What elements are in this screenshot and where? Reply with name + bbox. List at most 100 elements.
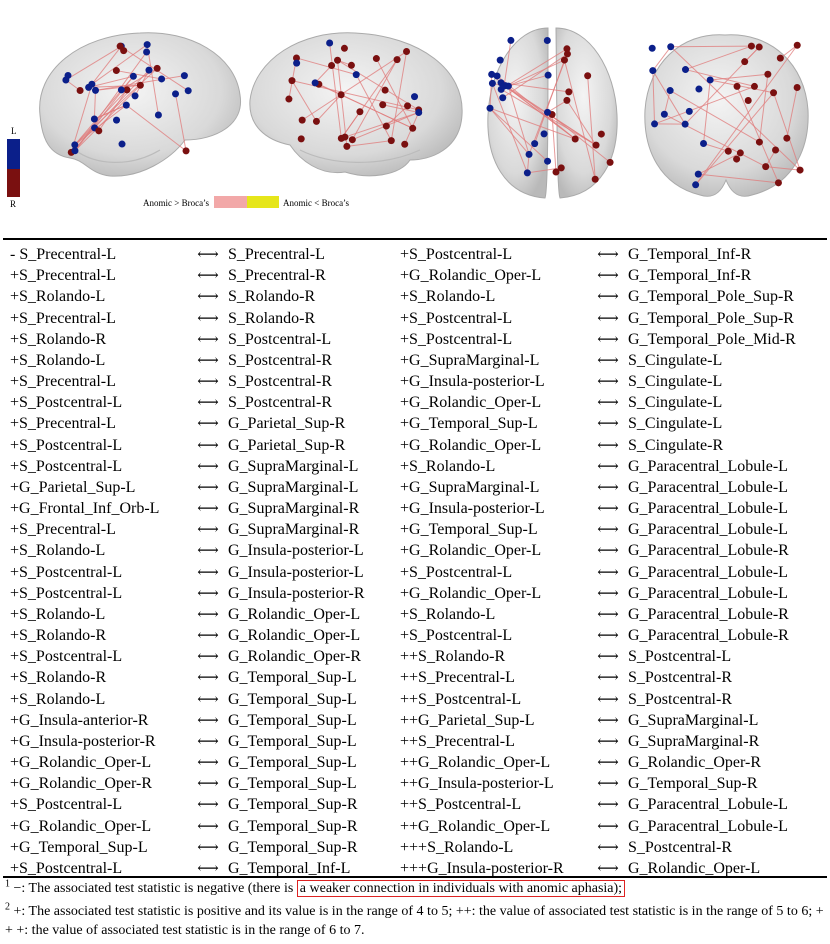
region-from: +G_Rolandic_Oper-L bbox=[400, 267, 542, 285]
region-from: +S_Rolando-L bbox=[400, 288, 496, 306]
connection-arrow: ⟷ bbox=[597, 858, 619, 877]
region-node bbox=[544, 71, 552, 79]
region-to: S_Postcentral-L bbox=[628, 648, 732, 666]
region-to: G_Paracentral_Lobule-L bbox=[628, 521, 788, 539]
region-node bbox=[298, 116, 306, 124]
connection-edge bbox=[695, 44, 798, 186]
region-node bbox=[90, 115, 98, 123]
region-to: G_Parietal_Sup-R bbox=[228, 415, 346, 433]
region-node bbox=[129, 72, 137, 80]
region-node bbox=[95, 127, 103, 135]
region-node bbox=[393, 56, 401, 64]
region-from: +S_Postcentral-L bbox=[10, 563, 123, 581]
region-to: S_Cingulate-L bbox=[628, 373, 723, 391]
region-to: G_Rolandic_Oper-L bbox=[628, 859, 761, 877]
connection-arrow: ⟷ bbox=[597, 520, 619, 539]
region-to: G_Rolandic_Oper-L bbox=[228, 627, 361, 645]
connection-edge bbox=[98, 89, 128, 132]
region-from: +G_Rolandic_Oper-L bbox=[400, 542, 542, 560]
region-node bbox=[337, 91, 345, 99]
connection-edge bbox=[703, 143, 729, 152]
connection-edge bbox=[88, 84, 141, 88]
region-node bbox=[88, 80, 96, 88]
region-from: +G_Rolandic_Oper-L bbox=[400, 584, 542, 602]
connection-edge bbox=[652, 46, 672, 71]
connection-arrow: ⟷ bbox=[597, 308, 619, 327]
connection-edge bbox=[698, 173, 779, 184]
region-node bbox=[340, 44, 348, 52]
region-node bbox=[694, 170, 702, 178]
region-to: S_Postcentral-R bbox=[628, 669, 732, 687]
connection-arrow: ⟷ bbox=[197, 626, 219, 645]
connection-arrow: ⟷ bbox=[597, 626, 619, 645]
connection-arrow: ⟷ bbox=[597, 477, 619, 496]
region-node bbox=[337, 134, 345, 142]
connection-edge bbox=[70, 84, 93, 153]
region-node bbox=[182, 147, 190, 155]
connection-edge bbox=[355, 74, 392, 141]
region-to: G_Temporal_Sup-L bbox=[228, 754, 357, 772]
connection-arrow: ⟷ bbox=[597, 647, 619, 666]
hemisphere-color-bar: L R bbox=[7, 126, 20, 209]
bar-right-swatch bbox=[7, 169, 20, 197]
connection-edge bbox=[710, 79, 774, 94]
region-node bbox=[328, 61, 336, 69]
region-to: S_Cingulate-L bbox=[628, 351, 723, 369]
region-to: G_SupraMarginal-R bbox=[228, 500, 360, 518]
region-from: +S_Postcentral-L bbox=[10, 796, 123, 814]
connection-edge bbox=[65, 45, 122, 81]
region-node bbox=[584, 72, 592, 80]
region-from: +G_Rolandic_Oper-L bbox=[400, 436, 542, 454]
region-from: +S_Rolando-L bbox=[400, 457, 496, 475]
footnote-2-text: +: The associated test statistic is posi… bbox=[5, 904, 824, 938]
connection-edge bbox=[314, 65, 332, 84]
region-from: +S_Rolando-R bbox=[10, 330, 107, 348]
region-node bbox=[117, 86, 125, 94]
region-node bbox=[531, 140, 539, 148]
region-node bbox=[744, 96, 752, 104]
region-node bbox=[184, 87, 192, 95]
connection-edge bbox=[489, 74, 493, 109]
region-from: ++S_Postcentral-L bbox=[400, 690, 522, 708]
connection-arrow: ⟷ bbox=[597, 372, 619, 391]
connection-edge bbox=[652, 70, 656, 124]
region-to: S_Postcentral-R bbox=[228, 351, 332, 369]
region-node bbox=[793, 41, 801, 49]
region-to: G_Paracentral_Lobule-R bbox=[628, 542, 789, 560]
region-node bbox=[401, 140, 409, 148]
region-to: S_Postcentral-R bbox=[228, 394, 332, 412]
connection-edge bbox=[773, 92, 801, 171]
region-node bbox=[311, 79, 319, 87]
connection-edge bbox=[500, 48, 568, 90]
region-to: G_Paracentral_Lobule-L bbox=[628, 478, 788, 496]
connection-edge bbox=[698, 152, 741, 175]
connection-arrow: ⟷ bbox=[197, 731, 219, 750]
region-from: +S_Rolando-L bbox=[10, 288, 106, 306]
region-node bbox=[762, 163, 770, 171]
connection-edge bbox=[685, 69, 755, 87]
region-node bbox=[381, 86, 389, 94]
connection-edge bbox=[314, 82, 413, 129]
region-to: G_Paracentral_Lobule-R bbox=[628, 627, 789, 645]
connection-arrow: ⟷ bbox=[197, 541, 219, 560]
region-from: +S_Rolando-L bbox=[10, 605, 106, 623]
region-node bbox=[71, 141, 79, 149]
region-from: +S_Rolando-R bbox=[10, 669, 107, 687]
region-to: G_Temporal_Sup-L bbox=[228, 711, 357, 729]
connection-arrow: ⟷ bbox=[197, 710, 219, 729]
connection-arrow: ⟷ bbox=[597, 710, 619, 729]
region-node bbox=[692, 181, 700, 189]
region-from: +S_Postcentral-L bbox=[400, 627, 513, 645]
connection-arrow: ⟷ bbox=[197, 837, 219, 856]
region-node bbox=[158, 75, 166, 83]
connection-arrow: ⟷ bbox=[597, 329, 619, 348]
bar-left-swatch bbox=[7, 139, 20, 169]
region-to: G_Temporal_Sup-L bbox=[228, 690, 357, 708]
region-from: ++S_Postcentral-L bbox=[400, 796, 522, 814]
region-node bbox=[143, 48, 151, 56]
connection-edge bbox=[551, 114, 557, 173]
connection-edge bbox=[654, 85, 755, 125]
connection-edge bbox=[291, 80, 317, 122]
region-node bbox=[774, 179, 782, 187]
connection-arrow: ⟷ bbox=[197, 499, 219, 518]
